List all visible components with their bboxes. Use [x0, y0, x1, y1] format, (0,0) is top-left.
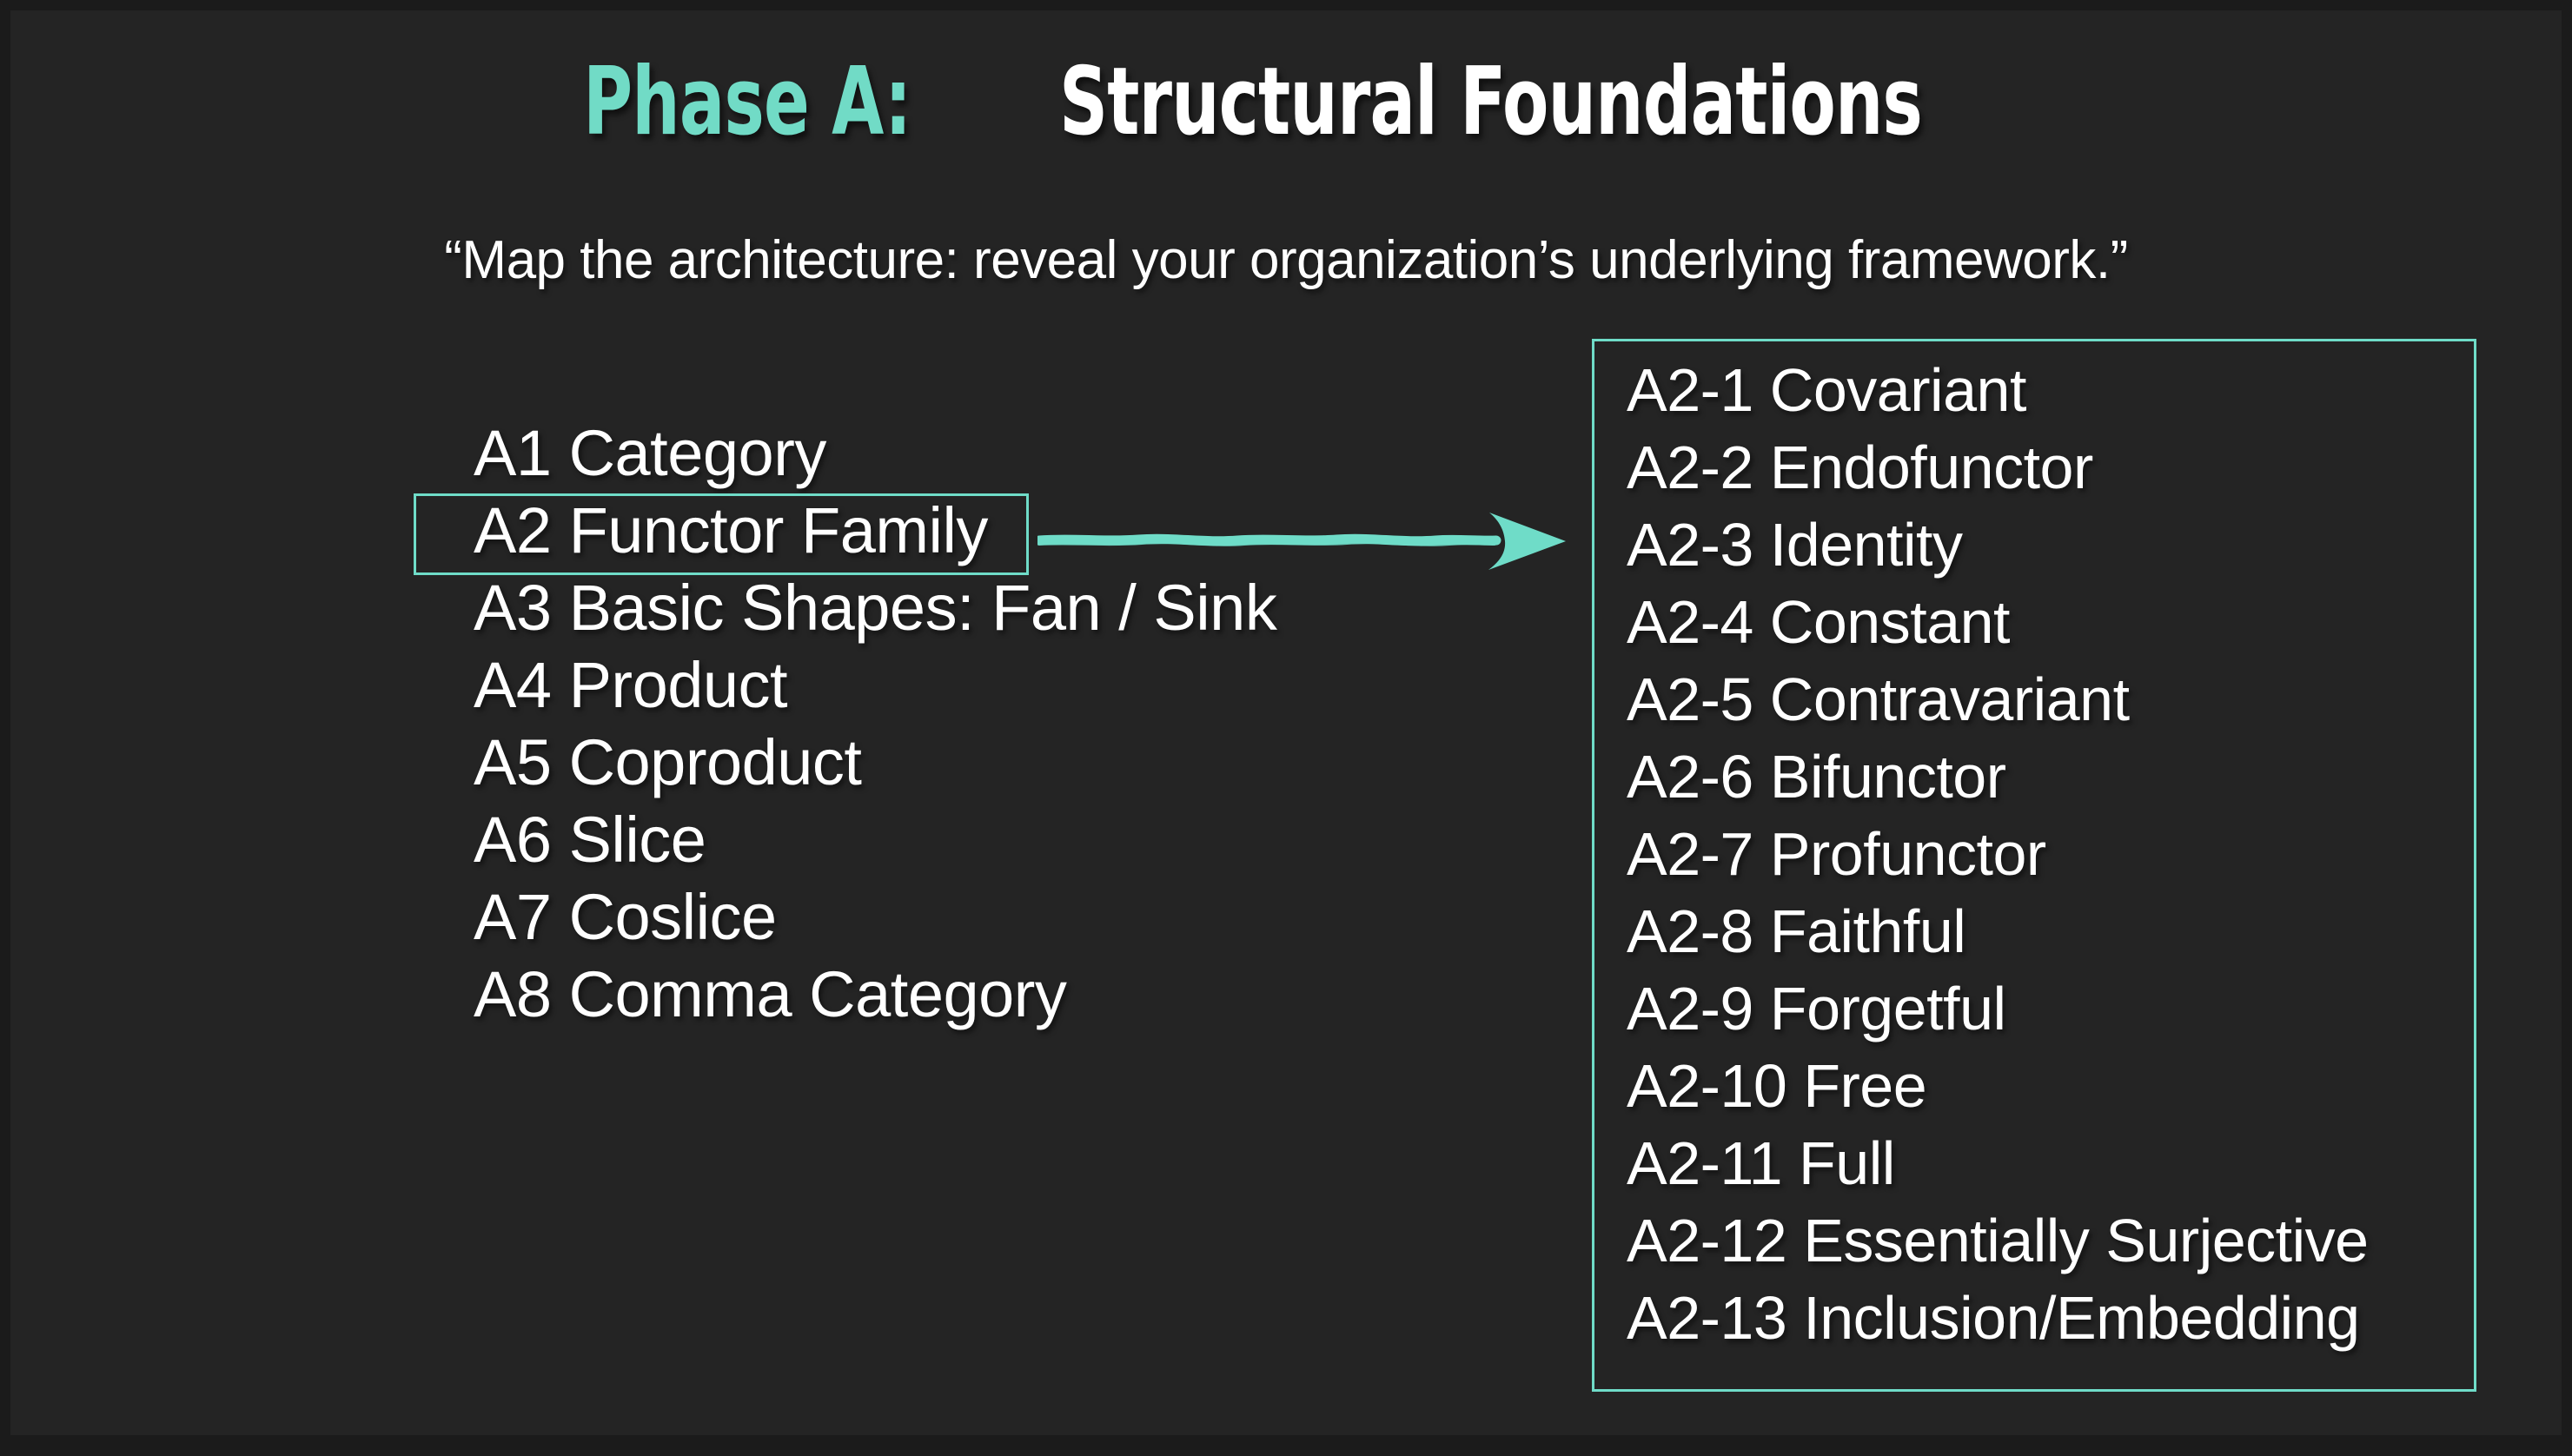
detail-panel-list: A2-1 Covariant A2-2 Endofunctor A2-3 Ide… [1627, 352, 2478, 1357]
left-outline-list: A1 Category A2 Functor Family A3 Basic S… [474, 414, 1560, 1033]
list-item-selected[interactable]: A2 Functor Family [474, 494, 988, 566]
subtitle-quote: “Map the architecture: reveal your organ… [444, 230, 2128, 290]
list-item[interactable]: A8 Comma Category [474, 958, 1067, 1030]
list-item[interactable]: A2-1 Covariant [1627, 356, 2026, 424]
title-accent-text: Phase A: [582, 48, 911, 156]
list-item[interactable]: A2-10 Free [1627, 1052, 1927, 1120]
list-item[interactable]: A2-2 Endofunctor [1627, 433, 2093, 501]
slide-canvas: Phase A: Structural Foundations “Map the… [10, 10, 2562, 1435]
list-item[interactable]: A4 Product [474, 649, 788, 721]
page-title: Phase A: Structural Foundations [10, 56, 2562, 149]
list-item[interactable]: A2-5 Contravariant [1627, 665, 2130, 733]
list-item[interactable]: A2-6 Bifunctor [1627, 743, 2006, 811]
list-item[interactable]: A2-13 Inclusion/Embedding [1627, 1284, 2360, 1352]
list-item[interactable]: A6 Slice [474, 804, 706, 876]
title-main-text: Structural Foundations [1059, 48, 1923, 156]
list-item[interactable]: A7 Coslice [474, 881, 777, 953]
list-item[interactable]: A2-4 Constant [1627, 588, 2010, 656]
detail-panel: A2-1 Covariant A2-2 Endofunctor A2-3 Ide… [1592, 339, 2476, 1392]
list-item[interactable]: A3 Basic Shapes: Fan / Sink [474, 572, 1277, 644]
list-item[interactable]: A2-3 Identity [1627, 511, 1963, 579]
list-item[interactable]: A1 Category [474, 417, 826, 489]
list-item[interactable]: A2-12 Essentially Surjective [1627, 1207, 2369, 1274]
list-item[interactable]: A2-8 Faithful [1627, 897, 1966, 965]
list-item[interactable]: A5 Coproduct [474, 726, 862, 798]
list-item[interactable]: A2-7 Profunctor [1627, 820, 2046, 888]
list-item[interactable]: A2-9 Forgetful [1627, 975, 2006, 1042]
list-item[interactable]: A2-11 Full [1627, 1129, 1895, 1197]
arrow-right-icon [1037, 513, 1566, 570]
